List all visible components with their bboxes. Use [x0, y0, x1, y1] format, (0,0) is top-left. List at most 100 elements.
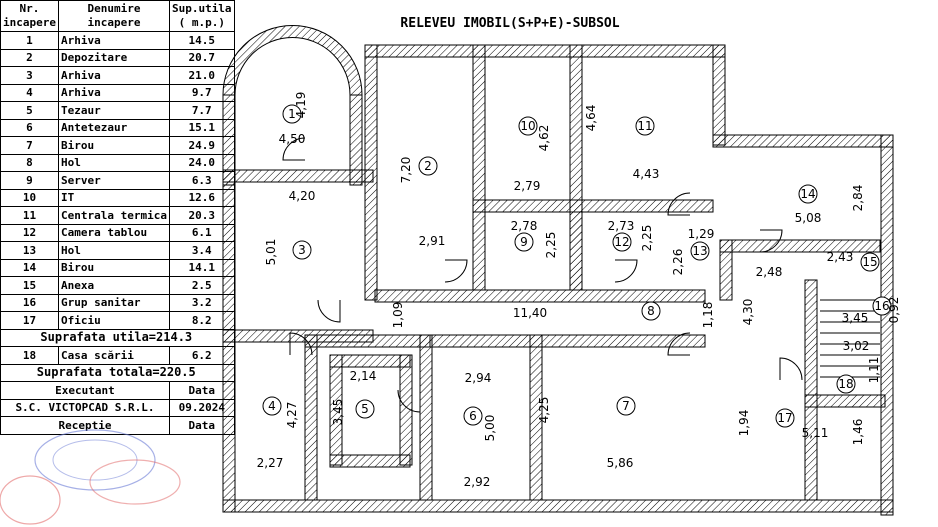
room-nr: 14 [0, 258, 59, 277]
wall [349, 94, 363, 186]
room-name: Camera tablou [57, 223, 170, 242]
wall [304, 334, 318, 501]
room-number-circle [282, 104, 302, 124]
room-number: 2 [424, 159, 432, 173]
room-name: Centrala termica [57, 206, 170, 225]
room-nr: 5 [0, 101, 59, 120]
wall [419, 334, 433, 501]
room-nr: 15 [0, 276, 59, 295]
room-number: 17 [777, 411, 792, 425]
dimension-label: 2,43 [827, 250, 854, 264]
room-number: 12 [614, 235, 629, 249]
dimension-label: 2,25 [544, 232, 558, 259]
room-number: 7 [622, 399, 630, 413]
stair-name: Casa scării [57, 346, 170, 365]
header-nr-line2: incapere [3, 16, 56, 29]
dimension-label: 4,27 [285, 402, 299, 429]
room-nr: 4 [0, 83, 59, 102]
wall [429, 334, 531, 348]
wall [804, 394, 886, 408]
dimension-label: 2,84 [851, 185, 865, 212]
room-name: Anexa [57, 276, 170, 295]
wall [374, 289, 706, 303]
stair-nr: 18 [0, 346, 59, 365]
room-number: 5 [361, 402, 369, 416]
door [444, 259, 468, 283]
doors [282, 137, 803, 413]
room-nr: 9 [0, 171, 59, 190]
door [759, 229, 783, 253]
door [282, 137, 306, 161]
room-name: Grup sanitar [57, 293, 170, 312]
room-number-circle [872, 296, 892, 316]
dimension-label: 2,48 [756, 265, 783, 279]
room-name: Arhiva [57, 83, 170, 102]
dimension-label: 4,30 [741, 299, 755, 326]
dimension-label: 2,27 [257, 456, 284, 470]
room-number: 3 [298, 243, 306, 257]
header-area-line2: ( m.p.) [178, 16, 225, 29]
executant-row: S.C. VICTOPCAD S.R.L.09.2024 [0, 398, 235, 417]
room-number-circle [798, 184, 818, 204]
room-name: Birou [57, 258, 170, 277]
dimension-label: 5,00 [483, 415, 497, 442]
dimension-label: 1,11 [867, 357, 881, 384]
dimension-label: 2,14 [350, 369, 377, 383]
room-number: 16 [874, 299, 889, 313]
dimension-label: 7,20 [399, 157, 413, 184]
wall [712, 44, 726, 146]
staircase [820, 299, 880, 378]
dimension-label: 5,86 [607, 456, 634, 470]
dimension-label: 4,50 [279, 132, 306, 146]
dimension-label: 2,26 [671, 249, 685, 276]
dimension-label: 5,11 [802, 426, 829, 440]
dimension-label: 2,94 [465, 371, 492, 385]
wall [880, 134, 894, 516]
room-name: Arhiva [57, 31, 170, 50]
wall [472, 44, 486, 291]
wall [222, 499, 894, 513]
room-nr: 2 [0, 48, 59, 67]
header-name-line2: incapere [87, 16, 141, 29]
dimension-label: 4,25 [537, 397, 551, 424]
door [317, 299, 341, 323]
wall [712, 134, 894, 148]
room-number-circle [612, 232, 632, 252]
room-name: Arhiva [57, 66, 170, 85]
room-number: 1 [288, 107, 296, 121]
grand-total-row: Suprafata totala=220.5 [0, 363, 235, 382]
room-number-circle [355, 399, 375, 419]
door [779, 357, 803, 381]
room-name: Hol [57, 153, 170, 172]
door [667, 332, 691, 356]
reception-date-label: Data [168, 416, 235, 435]
dimension-label: 5,01 [264, 239, 278, 266]
room-nr: 1 [0, 31, 59, 50]
room-name: Antetezaur [57, 118, 170, 137]
wall [529, 334, 706, 348]
door [289, 332, 313, 356]
room-number: 8 [647, 304, 655, 318]
room-area: 8.2 [168, 311, 235, 330]
room-number: 10 [520, 119, 535, 133]
wall [364, 44, 726, 58]
room-nr: 7 [0, 136, 59, 155]
room-number-circle [262, 396, 282, 416]
room-number-circle [635, 116, 655, 136]
header-area-line1: Sup.utila [171, 2, 232, 15]
